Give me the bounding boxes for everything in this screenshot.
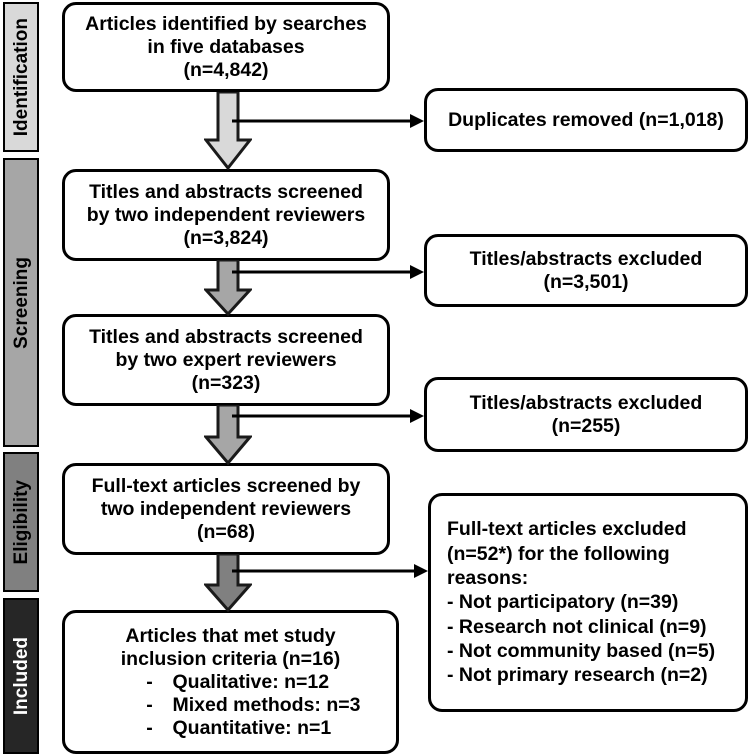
box-duplicates-removed-line-1: Duplicates removed (n=1,018) xyxy=(448,108,724,131)
box-duplicates-removed: Duplicates removed (n=1,018) xyxy=(424,88,748,152)
stage-bar-identification: Identification xyxy=(3,2,39,152)
box-screened-independent-line-2: by two independent reviewers xyxy=(86,203,366,226)
list-dash: - xyxy=(146,716,153,739)
connector-to-duplicates xyxy=(232,112,428,130)
connector-to-fulltext-excluded xyxy=(232,562,432,580)
box-excluded-1-line-2: (n=3,501) xyxy=(543,270,629,293)
box-fulltext-screened-line-2: two independent reviewers xyxy=(100,497,352,520)
included-list-item: - Mixed methods: n=3 xyxy=(127,693,361,717)
included-breakdown-list: - Qualitative: n=12 - Mixed methods: n=3… xyxy=(127,670,361,740)
box-fulltext-excluded-reason-2: - Research not clinical (n=9) xyxy=(447,615,707,638)
box-screened-expert: Titles and abstracts screened by two exp… xyxy=(62,314,390,406)
arrow-eligibility-to-included xyxy=(202,552,254,613)
box-excluded-1-line-1: Titles/abstracts excluded xyxy=(469,247,703,270)
list-dash: - xyxy=(146,693,153,716)
box-fulltext-excluded-line-1: Full-text articles excluded xyxy=(447,518,687,541)
box-included-articles: Articles that met study inclusion criter… xyxy=(62,610,399,754)
connector-to-excluded-1 xyxy=(232,263,428,281)
box-screened-independent-line-3: (n=3,824) xyxy=(183,226,269,249)
box-titles-abstracts-excluded-2: Titles/abstracts excluded (n=255) xyxy=(424,377,748,452)
included-list-item: - Quantitative: n=1 xyxy=(127,716,332,740)
included-list-item: - Qualitative: n=12 xyxy=(127,670,330,694)
box-screened-independent: Titles and abstracts screened by two ind… xyxy=(62,169,390,261)
stage-bar-eligibility: Eligibility xyxy=(3,452,39,592)
arrow-screening-1 xyxy=(202,258,254,317)
box-fulltext-screened-line-3: (n=68) xyxy=(197,520,255,543)
box-fulltext-screened: Full-text articles screened by two indep… xyxy=(62,463,390,555)
box-fulltext-excluded-reason-3: - Not community based (n=5) xyxy=(447,640,716,663)
list-item-text: Quantitative: n=1 xyxy=(172,716,332,739)
list-item-text: Qualitative: n=12 xyxy=(172,670,330,693)
box-fulltext-excluded-reason-4: - Not primary research (n=2) xyxy=(447,664,708,687)
box-identified-line-1: Articles identified by searches xyxy=(85,12,367,35)
box-included-heading-2: inclusion criteria (n=16) xyxy=(121,648,340,671)
list-dash: - xyxy=(146,670,153,693)
box-identified-line-2: in five databases xyxy=(147,35,305,58)
box-fulltext-excluded: Full-text articles excluded (n=52*) for … xyxy=(428,493,748,712)
box-excluded-2-line-1: Titles/abstracts excluded xyxy=(469,391,703,414)
box-fulltext-excluded-line-3: reasons: xyxy=(447,566,529,589)
box-screened-expert-line-1: Titles and abstracts screened xyxy=(89,325,363,348)
connector-to-excluded-2 xyxy=(232,407,428,425)
arrow-identification-to-screening xyxy=(202,90,254,171)
box-fulltext-screened-line-1: Full-text articles screened by xyxy=(91,474,361,497)
box-included-heading-1: Articles that met study xyxy=(125,624,336,647)
box-titles-abstracts-excluded-1: Titles/abstracts excluded (n=3,501) xyxy=(424,234,748,307)
box-excluded-2-line-2: (n=255) xyxy=(551,414,621,437)
box-screened-independent-line-1: Titles and abstracts screened xyxy=(89,180,363,203)
box-included-heading-2-count: (n=16) xyxy=(282,647,341,670)
stage-label-included: Included xyxy=(10,636,32,716)
box-included-heading-2-plain: inclusion criteria xyxy=(120,647,283,670)
arrow-screening-2 xyxy=(202,403,254,466)
box-identified: Articles identified by searches in five … xyxy=(62,2,390,92)
stage-label-eligibility: Eligibility xyxy=(10,479,32,565)
box-fulltext-excluded-line-2: (n=52*) for the following xyxy=(447,542,670,565)
box-fulltext-excluded-reason-1: - Not participatory (n=39) xyxy=(447,591,679,614)
stage-bar-included: Included xyxy=(3,598,39,754)
stage-label-identification: Identification xyxy=(10,17,32,137)
list-item-text: Mixed methods: n=3 xyxy=(172,693,361,716)
box-screened-expert-line-3: (n=323) xyxy=(191,371,261,394)
box-screened-expert-line-2: by two expert reviewers xyxy=(115,348,337,371)
stage-label-screening: Screening xyxy=(10,256,32,349)
stage-bar-screening: Screening xyxy=(3,158,39,447)
box-identified-line-3: (n=4,842) xyxy=(183,58,269,81)
